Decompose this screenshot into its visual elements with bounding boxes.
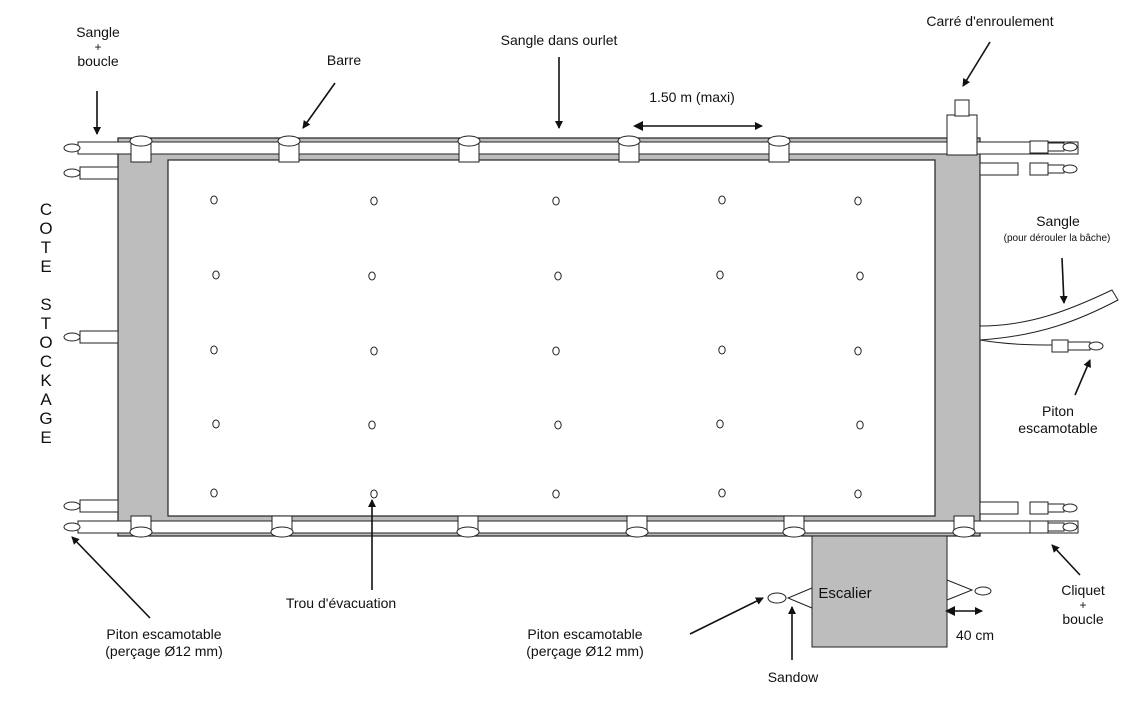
drain-hole bbox=[552, 346, 560, 356]
drain-hole bbox=[718, 488, 726, 498]
drain-hole bbox=[368, 271, 376, 281]
drain-hole bbox=[212, 270, 220, 280]
label-sangle-right: Sangle bbox=[1036, 213, 1080, 229]
drain-hole bbox=[718, 195, 726, 205]
drain-hole bbox=[370, 489, 378, 499]
drain-hole bbox=[856, 420, 864, 430]
top-bar-tube bbox=[77, 141, 1079, 155]
label-sangle-boucle-line2: boucle bbox=[77, 53, 119, 69]
drain-hole bbox=[210, 345, 218, 355]
drain-hole bbox=[718, 345, 726, 355]
callout-arrows bbox=[71, 41, 1091, 660]
arrow-piton-left bbox=[71, 536, 151, 619]
arrow-barre bbox=[302, 82, 336, 129]
unroll-strap-line bbox=[979, 339, 1056, 346]
label-sangle-right-note: (pour dérouler la bâche) bbox=[1003, 233, 1111, 244]
label-carre: Carré d'enroulement bbox=[926, 13, 1054, 29]
label-piton-right-line1: Piton bbox=[1042, 403, 1074, 419]
label-sangle-ourlet: Sangle dans ourlet bbox=[500, 32, 618, 48]
label-piton-left-line2: (perçage Ø12 mm) bbox=[105, 643, 223, 659]
stair-piton-right bbox=[974, 586, 992, 596]
drain-hole bbox=[854, 196, 862, 206]
label-piton-right-line2: escamotable bbox=[1018, 420, 1098, 436]
drain-hole bbox=[368, 420, 376, 430]
winding-square bbox=[946, 114, 978, 156]
label-cliquet: Cliquet + boucle bbox=[1061, 582, 1105, 628]
arrow-piton-mid bbox=[689, 597, 764, 635]
arrow-cliquet bbox=[1051, 544, 1081, 576]
bottom-bar-clamps bbox=[129, 515, 976, 538]
label-sangle-boucle: Sangle + boucle bbox=[76, 24, 120, 70]
drain-hole bbox=[716, 270, 724, 280]
unroll-strap bbox=[979, 289, 1119, 341]
drain-holes bbox=[210, 195, 864, 499]
drain-hole bbox=[856, 271, 864, 281]
arrow-carre bbox=[962, 41, 991, 87]
right-pitons bbox=[979, 140, 1078, 534]
label-escalier: Escalier bbox=[818, 585, 872, 602]
label-piton-mid-line2: (perçage Ø12 mm) bbox=[526, 643, 644, 659]
winding-square-cap bbox=[954, 99, 970, 117]
stair-sandows bbox=[786, 579, 974, 609]
right-piton-strap-tip bbox=[1088, 341, 1104, 351]
label-barre: Barre bbox=[326, 52, 362, 68]
inner-panel bbox=[167, 159, 936, 517]
label-sangle-boucle-line1: Sangle bbox=[76, 24, 120, 40]
stair-block bbox=[811, 535, 948, 648]
label-trou: Trou d'évacuation bbox=[285, 595, 397, 611]
top-bar-clamps bbox=[129, 135, 791, 163]
label-cote-stockage: C O T E S T O C K A G E bbox=[39, 200, 53, 447]
drain-hole bbox=[210, 195, 218, 205]
stair-piton-left bbox=[767, 592, 787, 604]
drain-hole bbox=[854, 489, 862, 499]
right-piton-strap bbox=[1051, 339, 1069, 353]
arrow-piton-right bbox=[1074, 359, 1091, 396]
label-piton-left: Piton escamotable (perçage Ø12 mm) bbox=[105, 626, 222, 660]
label-spacing: 1.50 m (maxi) bbox=[649, 89, 735, 105]
drain-hole bbox=[210, 488, 218, 498]
label-sandow: Sandow bbox=[767, 669, 819, 685]
drain-hole bbox=[370, 346, 378, 356]
drain-hole bbox=[716, 419, 724, 429]
label-cliquet-plus: + bbox=[1079, 598, 1087, 612]
drain-hole bbox=[554, 271, 562, 281]
drain-hole bbox=[554, 420, 562, 430]
label-piton-mid: Piton escamotable (perçage Ø12 mm) bbox=[526, 626, 643, 660]
label-cliquet-line2: boucle bbox=[1062, 611, 1104, 627]
drain-hole bbox=[552, 196, 560, 206]
bottom-bar-tube bbox=[77, 520, 1079, 534]
label-piton-left-line1: Piton escamotable bbox=[106, 626, 222, 642]
drain-hole bbox=[212, 419, 220, 429]
label-cliquet-line1: Cliquet bbox=[1061, 582, 1105, 598]
label-40cm: 40 cm bbox=[955, 627, 995, 643]
drain-hole bbox=[854, 346, 862, 356]
drain-hole bbox=[370, 196, 378, 206]
label-piton-mid-line1: Piton escamotable bbox=[527, 626, 643, 642]
label-piton-right: Piton escamotable bbox=[1018, 403, 1097, 437]
drain-hole bbox=[552, 489, 560, 499]
arrow-sangle-right bbox=[1059, 257, 1068, 304]
left-pitons bbox=[63, 143, 119, 532]
right-piton-strap-body bbox=[1067, 341, 1091, 351]
label-sangle-boucle-plus: + bbox=[94, 40, 102, 54]
